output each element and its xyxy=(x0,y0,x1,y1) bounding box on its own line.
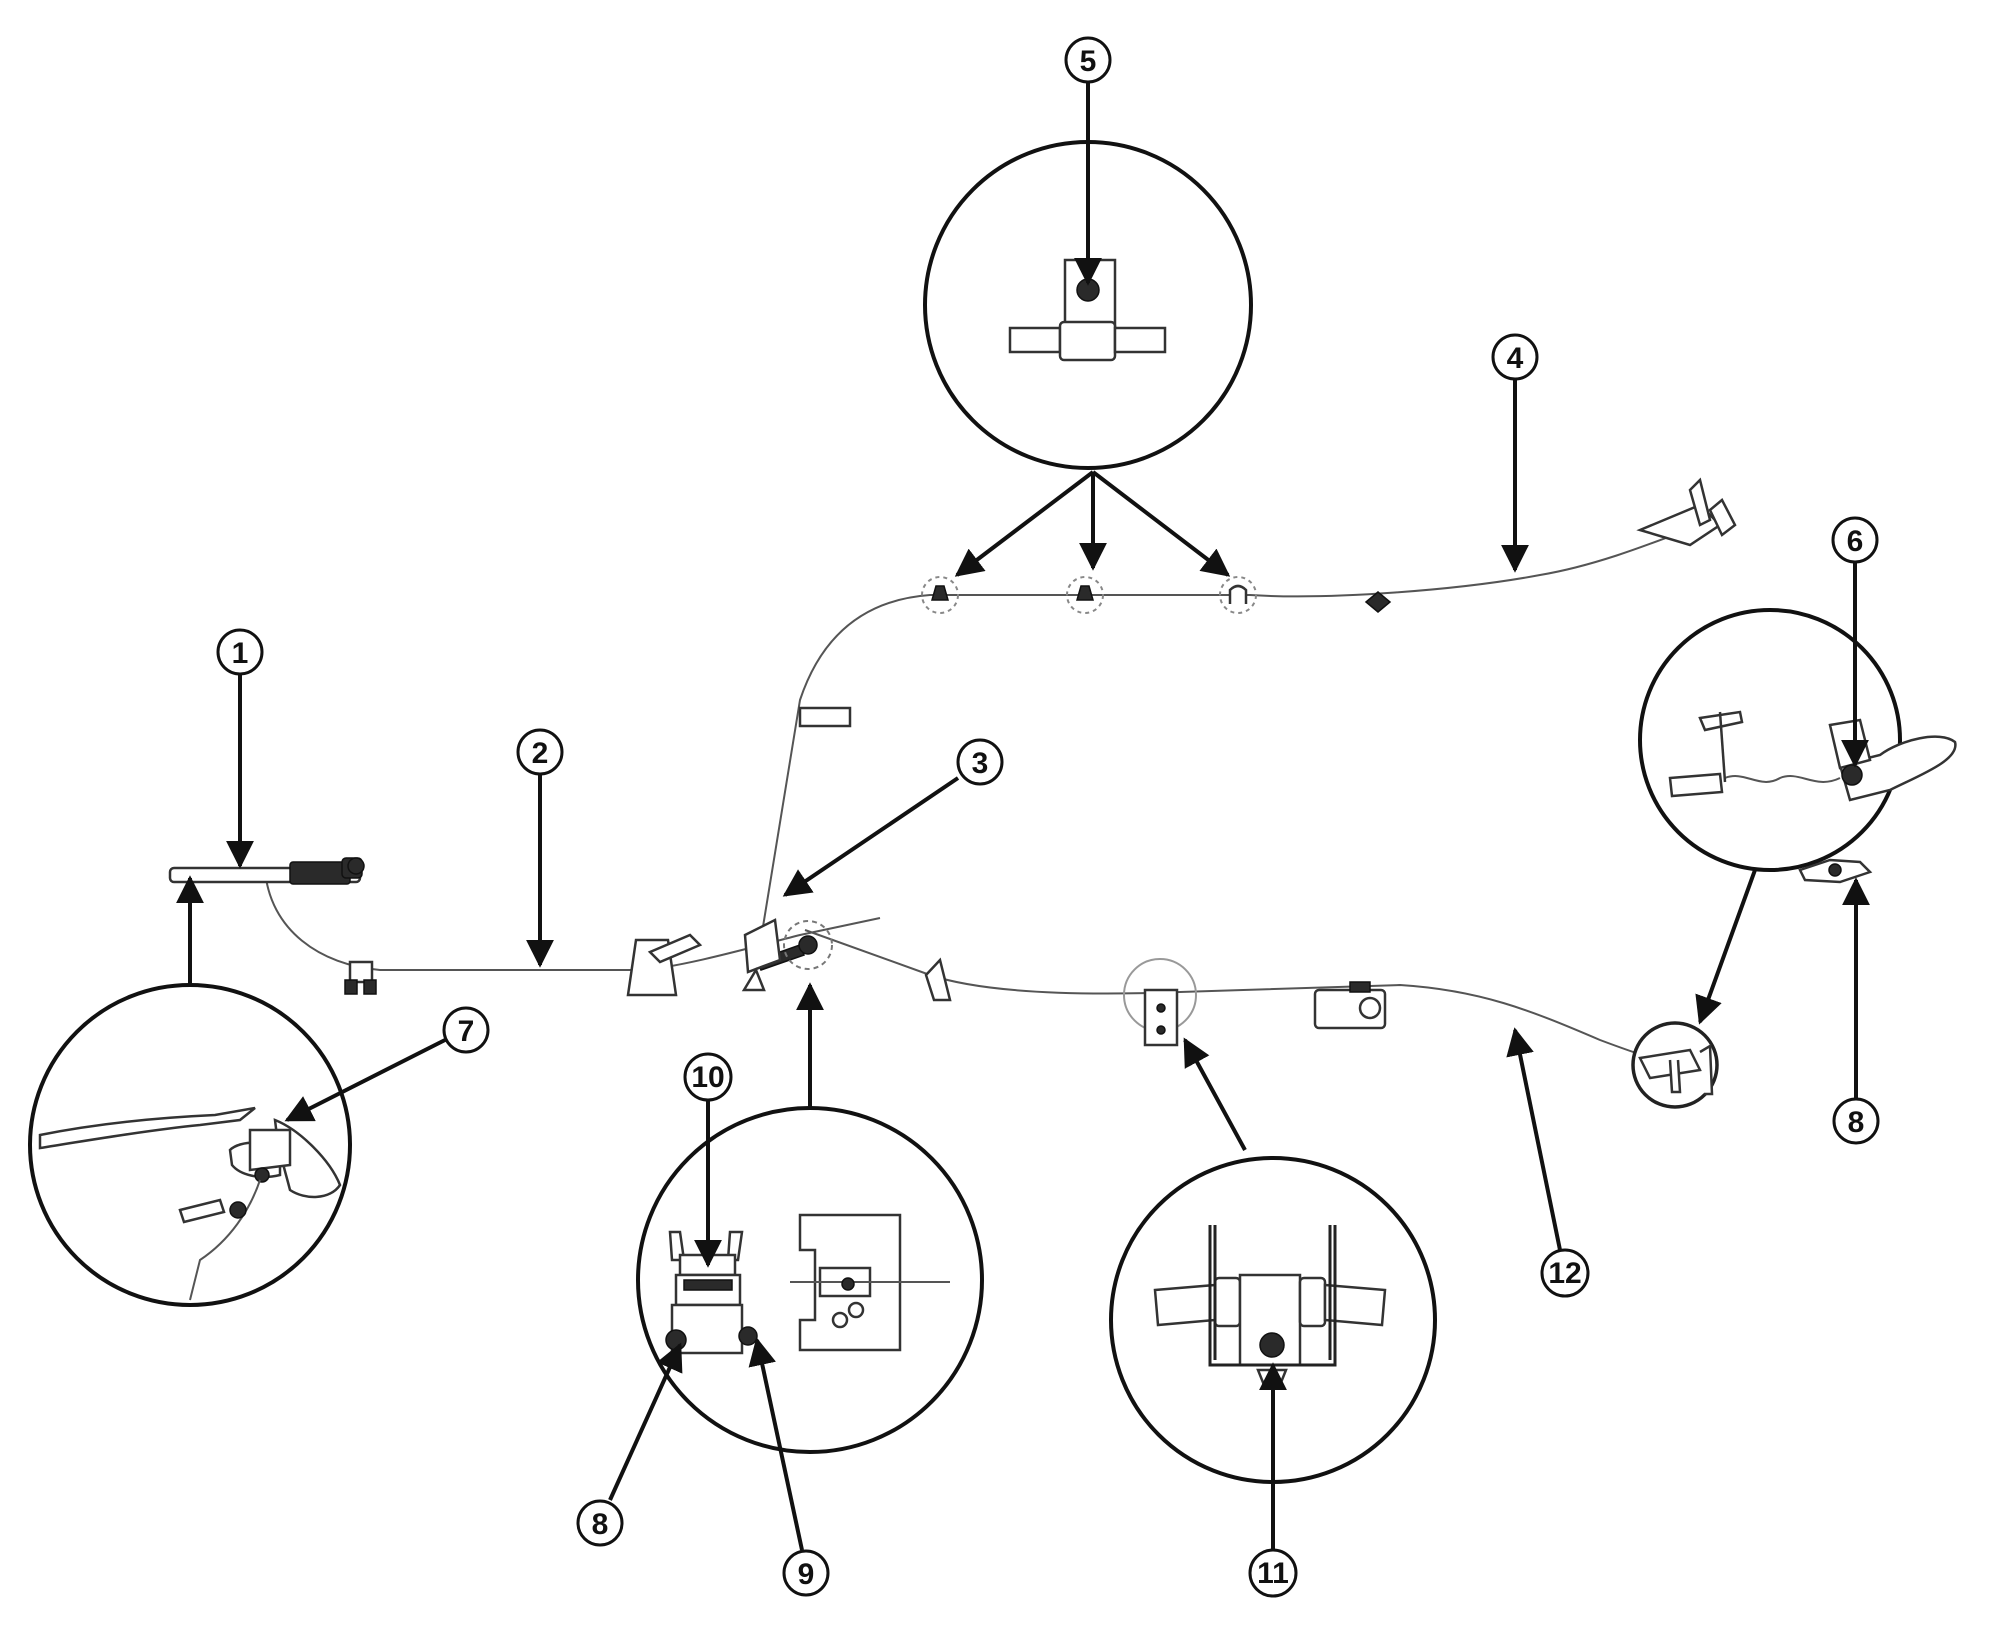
leader-5-clip-left xyxy=(954,470,1095,577)
callout-2: 2 xyxy=(516,728,564,776)
svg-text:5: 5 xyxy=(1080,45,1097,78)
callout-10: 10 xyxy=(683,1052,733,1102)
callout-6: 6 xyxy=(1831,516,1879,564)
leader-lines xyxy=(176,83,1870,1551)
svg-text:8: 8 xyxy=(1848,1106,1865,1139)
leader-detail-6-to-end xyxy=(1695,869,1757,1025)
callout-4: 4 xyxy=(1491,333,1539,381)
callout-8-bottom: 8 xyxy=(576,1499,624,1547)
leader-5-clip-right xyxy=(1091,470,1231,577)
callout-3: 3 xyxy=(956,738,1004,786)
detail-circle-6 xyxy=(1638,608,1957,884)
lower-cable-end xyxy=(1631,1021,1719,1109)
lower-cable-clip xyxy=(924,957,952,1002)
callout-11: 11 xyxy=(1248,1548,1298,1598)
lower-cable-guide xyxy=(1123,958,1197,1047)
callout-9: 9 xyxy=(782,1549,830,1597)
leader-9 xyxy=(748,1337,804,1551)
leader-12 xyxy=(1506,1027,1562,1251)
svg-text:11: 11 xyxy=(1257,1557,1289,1590)
svg-text:12: 12 xyxy=(1548,1257,1581,1290)
svg-text:6: 6 xyxy=(1847,525,1864,558)
svg-text:10: 10 xyxy=(691,1061,724,1094)
svg-text:7: 7 xyxy=(458,1015,475,1048)
upper-cable-end xyxy=(1636,477,1737,547)
leader-7 xyxy=(284,1038,446,1122)
brake-lever xyxy=(168,857,365,885)
callout-12: 12 xyxy=(1540,1248,1590,1298)
upper-rear-cable xyxy=(759,524,1701,946)
detail-circle-10 xyxy=(636,1106,984,1454)
lower-cable-bracket xyxy=(1313,981,1387,1030)
cable-assembly xyxy=(168,477,1737,1109)
svg-text:1: 1 xyxy=(232,637,249,670)
upper-cable-clips xyxy=(921,576,1392,614)
callout-5: 5 xyxy=(1064,36,1112,84)
callout-8-right: 8 xyxy=(1832,1097,1880,1145)
svg-text:9: 9 xyxy=(798,1558,815,1591)
front-clip xyxy=(344,960,377,995)
callout-1: 1 xyxy=(216,628,264,676)
detail-circle-7 xyxy=(28,983,352,1307)
svg-text:8: 8 xyxy=(592,1508,609,1541)
callout-7: 7 xyxy=(442,1006,490,1054)
leader-8a xyxy=(608,1342,683,1501)
upper-cable-bracket xyxy=(798,706,852,728)
svg-text:4: 4 xyxy=(1507,342,1524,375)
svg-text:2: 2 xyxy=(532,737,549,770)
leader-detail-11-to-guide xyxy=(1183,1037,1247,1151)
leader-3 xyxy=(782,776,960,897)
equalizer xyxy=(647,918,833,992)
detail-circle-5 xyxy=(923,140,1253,470)
svg-text:3: 3 xyxy=(972,747,989,780)
